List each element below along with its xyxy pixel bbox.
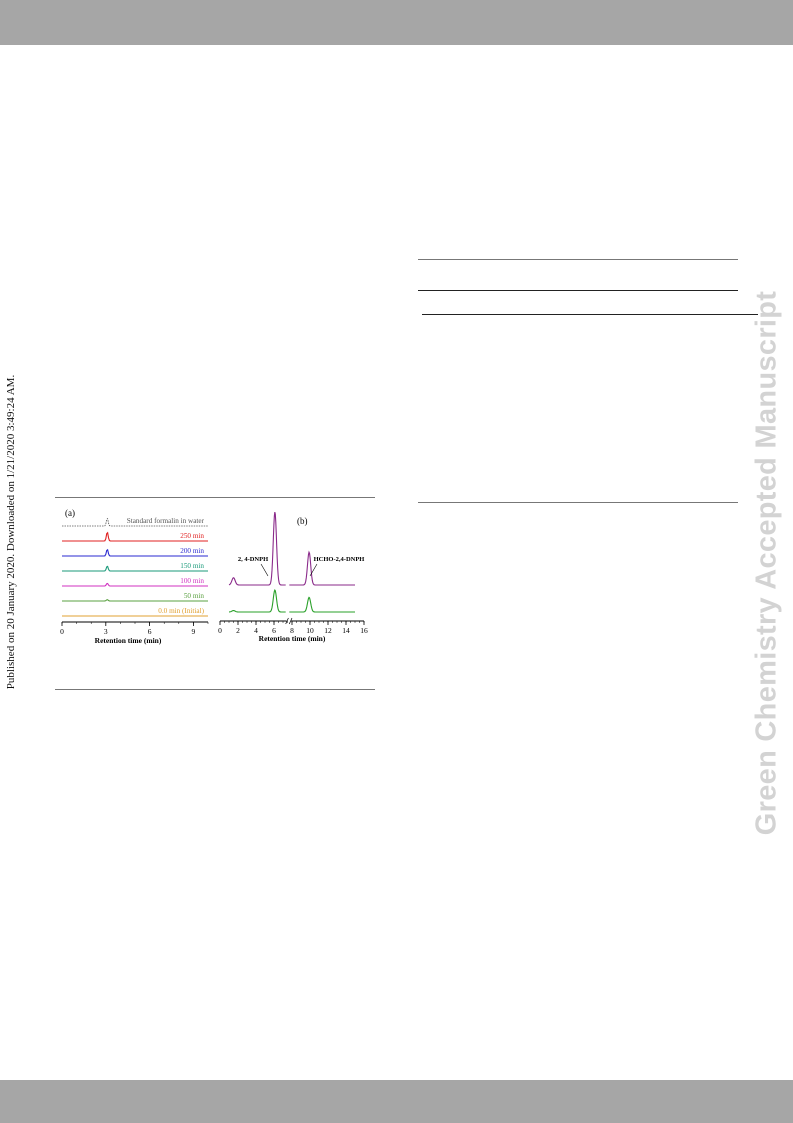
trace-line-a <box>62 599 208 602</box>
tick-label-b: 8 <box>290 626 294 635</box>
tick-label-b: 14 <box>342 626 350 635</box>
publication-stamp: Published on 20 January 2020. Downloaded… <box>2 374 20 690</box>
trace-label-a: 0.0 min (Initial) <box>158 607 204 615</box>
table-header-rule <box>418 290 738 291</box>
trace-line-a <box>62 565 208 572</box>
trace-line-b <box>228 511 286 586</box>
trace-label-a: 200 min <box>180 547 204 555</box>
tick-label-b: 10 <box>306 626 314 635</box>
trace-line-a <box>62 582 208 587</box>
tick-label-b: 6 <box>272 626 276 635</box>
tick-label-a: 9 <box>192 627 196 636</box>
annotation-hcho-dnph: HCHO-2,4-DNPH <box>314 556 365 563</box>
tick-label-a: 6 <box>148 627 152 636</box>
publication-stamp-text: Published on 20 January 2020. Downloaded… <box>5 374 17 690</box>
trace-label-a: 250 min <box>180 532 204 540</box>
tick-label-b: 2 <box>236 626 240 635</box>
trace-line-b <box>228 589 286 613</box>
accepted-manuscript-watermark: Green Chemistry Accepted Manuscript <box>742 265 792 860</box>
annotation-arrow-hcho <box>309 563 318 577</box>
axis-break-mark <box>288 617 293 625</box>
page-header-band <box>0 0 793 45</box>
axis-break-mark <box>285 617 289 625</box>
trace-line-a <box>62 531 208 542</box>
annotation-dnph: 2, 4-DNPH <box>238 556 268 563</box>
trace-label-a: 150 min <box>180 562 204 570</box>
panel-a-label: (a) <box>65 508 75 518</box>
tick-label-b: 0 <box>218 626 222 635</box>
figure-top-rule <box>55 497 375 498</box>
trace-line-b <box>289 596 355 613</box>
table-body-rule <box>422 314 758 315</box>
tick-label-b: 16 <box>360 626 368 635</box>
annotation-arrow-dnph <box>260 563 269 577</box>
figure-bottom-rule <box>55 689 375 690</box>
tick-label-b: 4 <box>254 626 258 635</box>
watermark-text: Green Chemistry Accepted Manuscript <box>750 290 783 835</box>
trace-line-a <box>62 548 208 557</box>
trace-label-a: Standard formalin in water <box>127 517 205 525</box>
table-bottom-rule <box>418 502 738 503</box>
tick-label-a: 0 <box>60 627 64 636</box>
tick-label-a: 3 <box>104 627 108 636</box>
trace-line-a <box>62 517 208 527</box>
trace-label-a: 100 min <box>180 577 204 585</box>
table-top-rule <box>418 259 738 260</box>
trace-line-b <box>289 550 355 586</box>
panel-b-label: (b) <box>297 516 308 526</box>
trace-label-a: 50 min <box>184 592 205 600</box>
x-axis-label-a: Retention time (min) <box>95 636 162 645</box>
x-axis-label-b: Retention time (min) <box>259 634 326 643</box>
page-footer-band <box>0 1080 793 1123</box>
tick-label-b: 12 <box>324 626 332 635</box>
